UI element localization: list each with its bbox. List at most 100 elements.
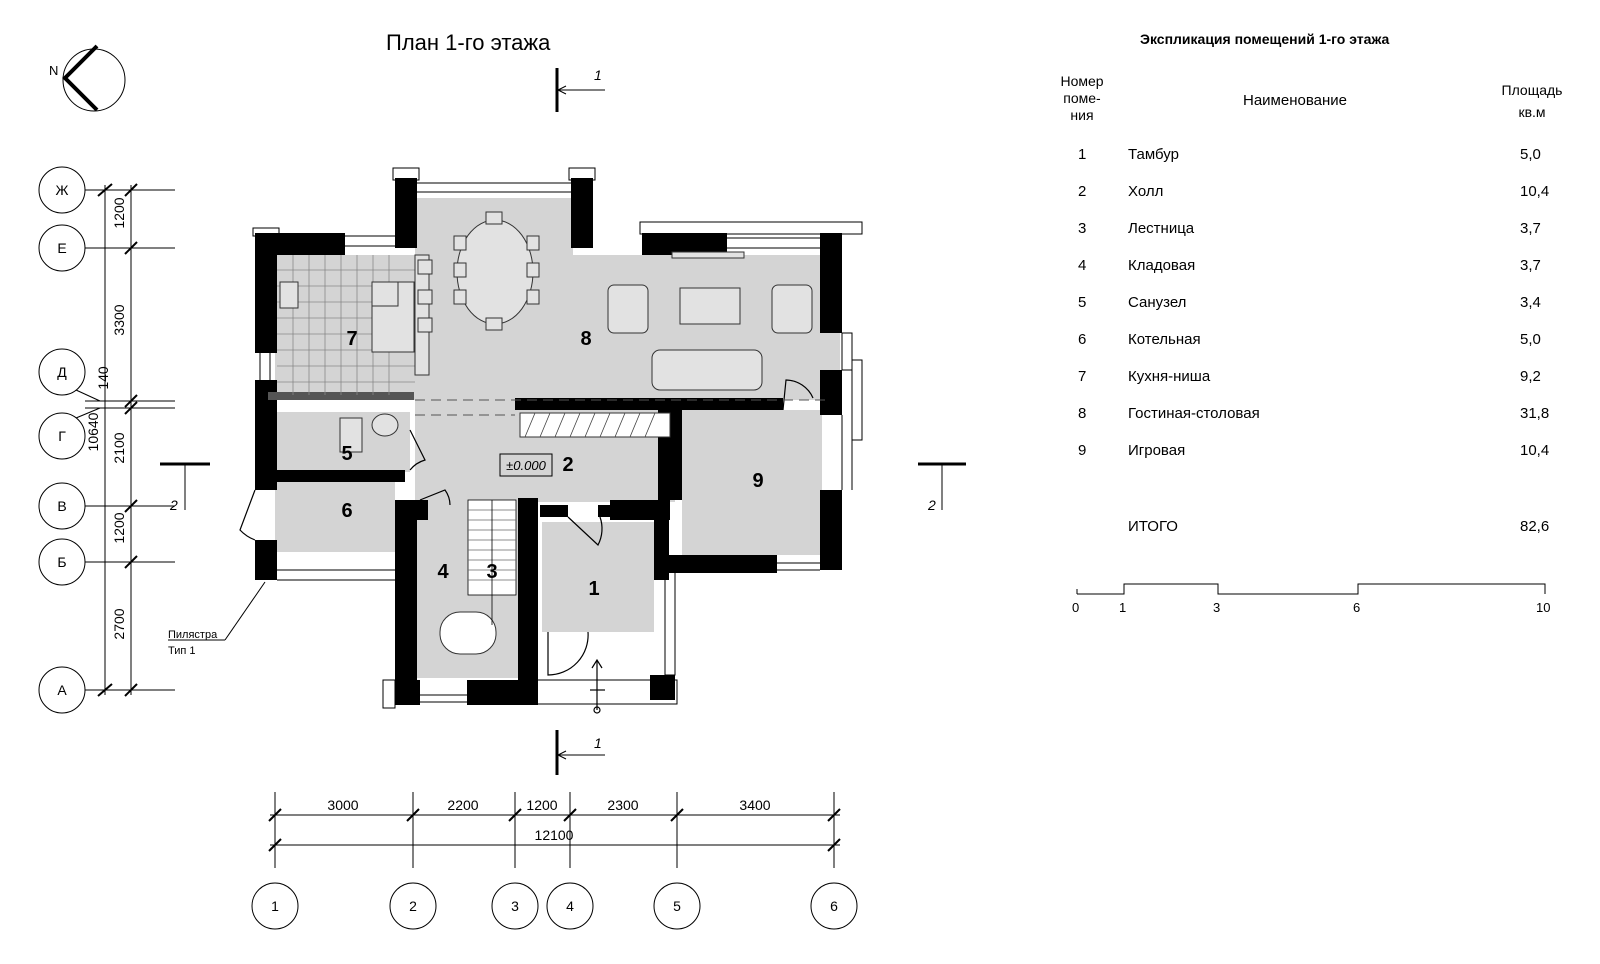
row-area: 3,7	[1520, 220, 1541, 237]
total-label: ИТОГО	[1128, 518, 1178, 535]
stove-icon	[279, 281, 299, 309]
hidden-lines	[415, 399, 830, 416]
toilet-icon	[339, 417, 363, 453]
axis-label: 4	[566, 898, 574, 914]
section-label: 2	[169, 497, 178, 513]
section-marks	[160, 68, 966, 775]
wardrobe	[519, 412, 671, 438]
chair-icon	[453, 235, 467, 251]
header-line: кв.м	[1518, 104, 1546, 120]
north-label: N	[49, 63, 58, 78]
scale-label: 6	[1353, 600, 1361, 615]
chair-icon	[526, 235, 540, 251]
dim-label: 3400	[739, 797, 770, 813]
room-number: 2	[562, 454, 573, 476]
room-number: 9	[752, 470, 763, 492]
row-area: 31,8	[1520, 405, 1550, 422]
axis-label: 2	[409, 898, 417, 914]
dim-label: 2700	[111, 608, 127, 639]
axis-label: 3	[511, 898, 519, 914]
spiral-landing	[439, 611, 497, 655]
kitchen-counter	[414, 254, 430, 376]
room-number: 8	[580, 328, 591, 350]
room-number: 1	[588, 578, 599, 600]
section-label: 1	[594, 735, 602, 751]
coffee-table	[679, 287, 741, 325]
dim-label: 2300	[607, 797, 638, 813]
north-arrow-icon: N	[49, 44, 126, 112]
left-axes	[38, 166, 175, 714]
chair-icon	[526, 289, 540, 305]
scale-label: 1	[1119, 600, 1127, 615]
axis-label: Е	[57, 240, 66, 256]
col-header-area: Площадь кв.м	[1492, 82, 1572, 121]
stair-steps	[467, 499, 517, 625]
col-header-name: Наименование	[1243, 92, 1347, 109]
scale-label: 10	[1536, 600, 1551, 615]
dim-label: 1200	[526, 797, 557, 813]
axis-label: А	[57, 682, 67, 698]
row-area: 5,0	[1520, 146, 1541, 163]
row-num: 1	[1078, 146, 1087, 163]
pilaster-note: Пилястра Тип 1	[168, 581, 266, 657]
dim-label: 2100	[111, 432, 127, 463]
chair-icon	[485, 211, 503, 225]
dim-total-label: 12100	[535, 827, 574, 843]
row-area: 10,4	[1520, 183, 1550, 200]
stool-icon	[417, 317, 433, 333]
section-label: 2	[927, 497, 936, 513]
row-name: Тамбур	[1128, 146, 1179, 163]
row-area: 3,7	[1520, 257, 1541, 274]
header-line: ния	[1070, 107, 1094, 123]
wardrobe-hatch	[524, 412, 656, 438]
col-header-number: Номер поме- ния	[1054, 73, 1110, 124]
axis-label: 5	[673, 898, 681, 914]
section-label: 1	[594, 67, 602, 83]
row-name: Холл	[1128, 183, 1164, 200]
room-numbers: 1 2 3 4 5 6 7 8 9	[341, 328, 763, 600]
row-num: 4	[1078, 257, 1087, 274]
header-line: поме-	[1063, 90, 1101, 106]
chair-icon	[485, 317, 503, 331]
dim-total-label: 10640	[85, 412, 101, 451]
row-name: Игровая	[1128, 442, 1186, 459]
fireplace-icon	[671, 251, 745, 259]
row-area: 5,0	[1520, 331, 1541, 348]
bottom-ticks	[268, 808, 841, 852]
room-number: 6	[341, 500, 352, 522]
room-number: 7	[346, 328, 357, 350]
chair-icon	[526, 262, 540, 278]
total-area: 82,6	[1520, 518, 1550, 535]
scale-label: 0	[1072, 600, 1080, 615]
axis-label: 6	[830, 898, 838, 914]
row-num: 7	[1078, 368, 1087, 385]
pilaster-label: Пилястра	[168, 629, 218, 641]
row-num: 9	[1078, 442, 1087, 459]
row-name: Лестница	[1128, 220, 1195, 237]
sink-icon	[371, 281, 399, 307]
header-line: Номер	[1060, 73, 1104, 89]
sofa-icon	[651, 349, 763, 391]
windows	[252, 167, 863, 709]
left-ticks	[97, 183, 138, 697]
doors	[239, 379, 814, 714]
row-num: 5	[1078, 294, 1087, 311]
axis-label: Ж	[56, 182, 69, 198]
left-dimensions: 1200 3300 140 2100 1200 2700 10640	[85, 197, 127, 639]
row-name: Санузел	[1128, 294, 1187, 311]
scale-bar	[1076, 583, 1546, 595]
scale-label: 3	[1213, 600, 1221, 615]
pilaster-type: Тип 1	[168, 645, 196, 657]
row-area: 9,2	[1520, 368, 1541, 385]
furniture	[279, 211, 813, 655]
axis-label: 1	[271, 898, 279, 914]
armchair-icon	[771, 284, 813, 334]
dim-label: 3300	[111, 304, 127, 335]
dim-label: 3000	[327, 797, 358, 813]
row-name: Кладовая	[1128, 257, 1196, 274]
axis-label: Б	[57, 554, 66, 570]
row-name: Кухня-ниша	[1128, 368, 1211, 385]
floor-areas	[275, 198, 840, 678]
dining-table	[456, 219, 534, 325]
row-area: 10,4	[1520, 442, 1550, 459]
